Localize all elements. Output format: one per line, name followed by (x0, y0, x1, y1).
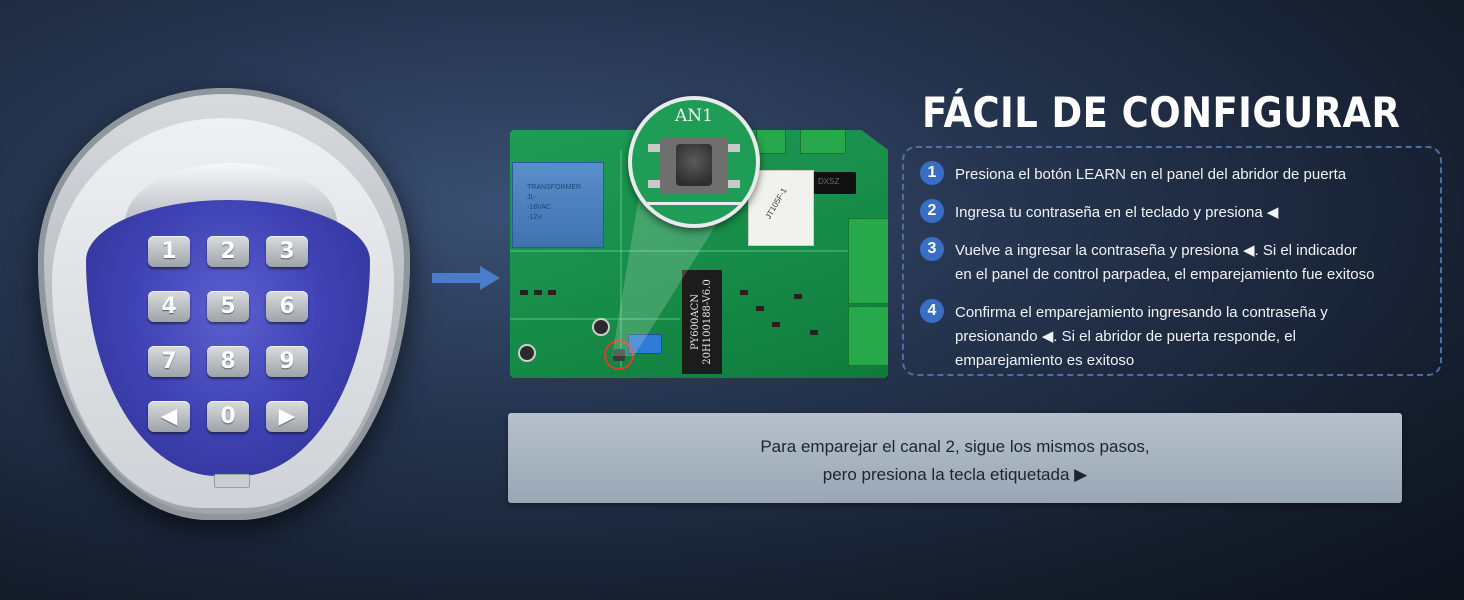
step-text: Confirma el emparejamiento ingresando la… (955, 304, 1328, 369)
key-2: 2 (207, 236, 249, 267)
smd-component (810, 330, 818, 335)
key-6: 6 (266, 291, 308, 322)
key-3: 3 (266, 236, 308, 267)
keypad-keys: 1 2 3 4 5 6 7 8 9 ◀ 0 ▶ (148, 236, 312, 432)
button-pin (728, 144, 740, 152)
step-number-badge: 2 (920, 199, 944, 223)
page-title: FÁCIL DE CONFIGURAR (922, 88, 1401, 137)
learn-button (613, 349, 625, 361)
step-number-badge: 4 (920, 299, 944, 323)
terminal-block-right-2 (848, 306, 888, 366)
step-number-badge: 1 (920, 161, 944, 185)
button-pin (648, 180, 660, 188)
key-4: 4 (148, 291, 190, 322)
arrow-right-icon (432, 266, 500, 290)
magnified-button-cap (676, 144, 712, 186)
key-9: 9 (266, 346, 308, 377)
step-text: Presiona el botón LEARN en el panel del … (955, 166, 1347, 183)
key-0: 0 (207, 401, 249, 432)
relay-label: JT105F-1 (763, 186, 789, 221)
smd-component (794, 294, 802, 299)
button-pin (648, 144, 660, 152)
smd-component (740, 290, 748, 295)
channel-2-note-text: Para emparejar el canal 2, sigue los mis… (760, 437, 1150, 484)
keypad-release-tab (214, 474, 250, 488)
key-left-arrow: ◀ (148, 401, 190, 432)
relay: JT105F-1 (748, 170, 814, 246)
step-text: Ingresa tu contraseña en el teclado y pr… (955, 204, 1279, 221)
step-number-badge: 3 (920, 237, 944, 261)
magnifier-trace (642, 202, 746, 205)
step-text: Vuelve a ingresar la contraseña y presio… (955, 242, 1375, 283)
key-8: 8 (207, 346, 249, 377)
key-1: 1 (148, 236, 190, 267)
chip-label: PY600ACN 20H100188-V6.0 (690, 279, 713, 365)
capacitor (592, 318, 610, 336)
key-5: 5 (207, 291, 249, 322)
fuse-holder: DXSZ (810, 172, 856, 194)
terminal-block-top-2 (800, 130, 846, 154)
channel-2-note: Para emparejar el canal 2, sigue los mis… (508, 413, 1402, 503)
magnifier-label: AN1 (675, 106, 713, 126)
learn-button-magnifier: AN1 (628, 96, 760, 228)
transformer: TRANSFORMER JL- -18VAC -12V (512, 162, 604, 248)
smd-component (548, 290, 556, 295)
terminal-block-right-1 (848, 218, 888, 304)
fuse-holder-label: DXSZ (818, 177, 840, 186)
terminal-block-top-1 (756, 130, 786, 154)
microcontroller-chip: PY600ACN 20H100188-V6.0 (682, 270, 722, 374)
capacitor (518, 344, 536, 362)
learn-button-highlight (604, 340, 634, 370)
steps-panel (902, 146, 1442, 376)
smd-component (772, 322, 780, 327)
button-pin (728, 180, 740, 188)
key-7: 7 (148, 346, 190, 377)
smd-component (520, 290, 528, 295)
smd-component (756, 306, 764, 311)
transformer-label: TRANSFORMER JL- -18VAC -12V (527, 184, 582, 221)
smd-component (534, 290, 542, 295)
key-right-arrow: ▶ (266, 401, 308, 432)
